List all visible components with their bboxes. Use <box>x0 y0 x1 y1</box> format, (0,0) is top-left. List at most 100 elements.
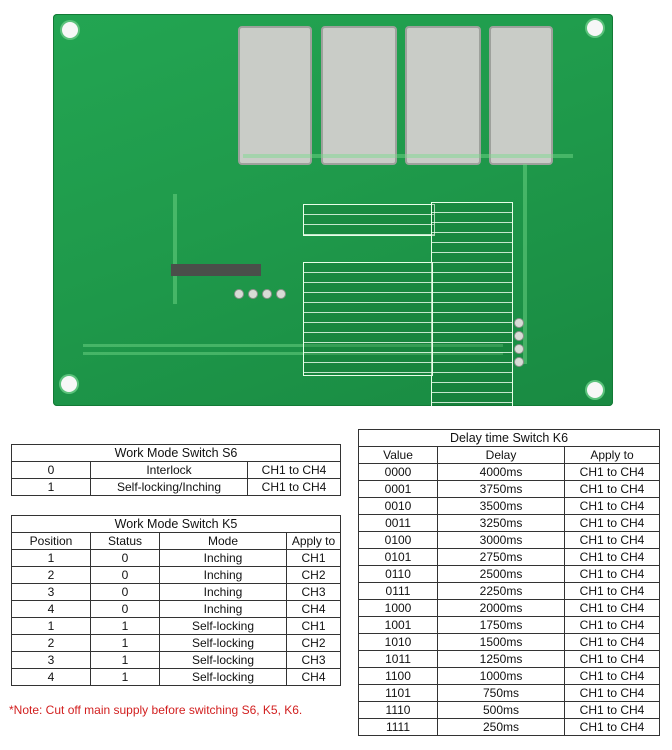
table-cell: Self-locking <box>159 634 287 652</box>
table-cell: CH1 to CH4 <box>564 497 660 515</box>
table-cell: CH2 <box>286 634 341 652</box>
table-cell: 1 <box>90 668 160 686</box>
warning-note: *Note: Cut off main supply before switch… <box>9 703 303 717</box>
table-cell: 750ms <box>437 684 565 702</box>
solder-pad <box>515 358 523 366</box>
table-cell: 1750ms <box>437 616 565 634</box>
table-cell: 1111 <box>358 718 438 736</box>
table-title: Work Mode Switch K5 <box>11 515 341 533</box>
mounting-hole <box>62 22 78 38</box>
table-cell: CH2 <box>286 566 341 584</box>
table-cell: 0 <box>90 549 160 567</box>
table-cell: 1 <box>11 478 91 496</box>
table-cell: 0 <box>90 566 160 584</box>
table-cell: 2500ms <box>437 565 565 583</box>
table-cell: CH1 to CH4 <box>564 701 660 719</box>
table-cell: 1011 <box>358 650 438 668</box>
table-cell: CH1 <box>286 617 341 635</box>
table-cell: 1000ms <box>437 667 565 685</box>
table-cell: CH1 to CH4 <box>564 582 660 600</box>
relay-pad-area <box>238 26 312 165</box>
silkscreen-table-k5 <box>303 262 433 376</box>
table-cell: CH3 <box>286 651 341 669</box>
table-cell: 2000ms <box>437 599 565 617</box>
table-cell: 2 <box>11 634 91 652</box>
table-cell: 0 <box>90 583 160 601</box>
table-cell: 1 <box>90 617 160 635</box>
table-cell: 0 <box>90 600 160 618</box>
table-cell: Inching <box>159 583 287 601</box>
table-cell: 3 <box>11 651 91 669</box>
solder-pad <box>515 319 523 327</box>
table-cell: 0011 <box>358 514 438 532</box>
table-cell: CH1 to CH4 <box>247 461 341 479</box>
table-cell: 1001 <box>358 616 438 634</box>
table-header-row: Value Delay Apply to <box>358 446 660 464</box>
table-cell: CH1 to CH4 <box>564 599 660 617</box>
table-row: 0 Interlock CH1 to CH4 <box>11 461 341 479</box>
table-cell: Inching <box>159 566 287 584</box>
table-cell: Interlock <box>90 461 248 479</box>
table-cell: CH1 <box>286 549 341 567</box>
column-header: Apply to <box>564 446 660 464</box>
table-cell: 2750ms <box>437 548 565 566</box>
table-cell: 1 <box>11 617 91 635</box>
table-delay-time-k6: Delay time Switch K6 Value Delay Apply t… <box>358 429 660 736</box>
table-title: Work Mode Switch S6 <box>11 444 341 462</box>
table-cell: 1110 <box>358 701 438 719</box>
table-cell: CH4 <box>286 600 341 618</box>
table-cell: CH1 to CH4 <box>564 718 660 736</box>
table-cell: 1 <box>90 651 160 669</box>
solder-pad <box>235 290 243 298</box>
table-cell: 1100 <box>358 667 438 685</box>
table-cell: 2250ms <box>437 582 565 600</box>
table-cell: CH3 <box>286 583 341 601</box>
column-header: Delay <box>437 446 565 464</box>
table-cell: 1 <box>90 634 160 652</box>
table-cell: 3750ms <box>437 480 565 498</box>
table-cell: CH1 to CH4 <box>564 514 660 532</box>
table-cell: CH1 to CH4 <box>564 548 660 566</box>
column-header: Value <box>358 446 438 464</box>
mounting-hole <box>587 20 603 36</box>
table-cell: 0010 <box>358 497 438 515</box>
table-cell: 250ms <box>437 718 565 736</box>
pcb-trace <box>83 352 503 355</box>
relay-pad-area <box>405 26 481 165</box>
column-header: Apply to <box>286 532 341 550</box>
table-cell: Self-locking/Inching <box>90 478 248 496</box>
table-title: Delay time Switch K6 <box>358 429 660 447</box>
table-cell: CH1 to CH4 <box>247 478 341 496</box>
table-cell: Inching <box>159 600 287 618</box>
relay-pad-area <box>321 26 397 165</box>
column-header: Mode <box>159 532 287 550</box>
table-work-mode-k5: Work Mode Switch K5 Position Status Mode… <box>11 515 341 686</box>
table-header-row: Position Status Mode Apply to <box>11 532 341 550</box>
column-header: Status <box>90 532 160 550</box>
table-cell: CH1 to CH4 <box>564 650 660 668</box>
table-work-mode-s6: Work Mode Switch S6 0 Interlock CH1 to C… <box>11 444 341 496</box>
table-cell: 0110 <box>358 565 438 583</box>
solder-pad <box>263 290 271 298</box>
table-cell: 1101 <box>358 684 438 702</box>
table-cell: Self-locking <box>159 651 287 669</box>
solder-pad <box>515 345 523 353</box>
